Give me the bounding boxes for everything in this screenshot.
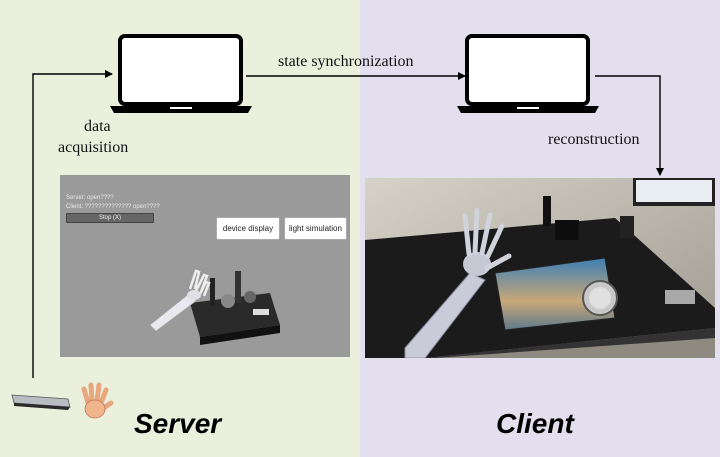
- data-acquisition-label-line1: data: [84, 118, 111, 135]
- stop-button[interactable]: Stop (X): [66, 213, 154, 223]
- reconstruction-label: reconstruction: [548, 131, 640, 148]
- data-acquisition-label-line2: acquisition: [58, 139, 129, 156]
- server-status-line: Server: open????: [66, 195, 114, 201]
- ar-scene: [365, 178, 715, 358]
- client-screenshot: [365, 178, 715, 358]
- hand-icon: [81, 382, 114, 419]
- server-laptop-icon: [110, 34, 252, 113]
- light-simulation-button[interactable]: light simulation: [284, 217, 347, 240]
- client-laptop-icon: [457, 34, 599, 113]
- server-label: Server: [134, 408, 222, 439]
- device-display-button[interactable]: device display: [216, 217, 280, 240]
- virtual-scene: [149, 269, 280, 345]
- client-status-line: Client: ?????????????? open????: [66, 204, 160, 210]
- client-label: Client: [496, 408, 574, 439]
- server-screenshot: Server: open???? Client: ?????????????? …: [60, 175, 350, 357]
- state-sync-label: state synchronization: [278, 53, 414, 70]
- leap-motion-sensor-icon: [11, 394, 71, 410]
